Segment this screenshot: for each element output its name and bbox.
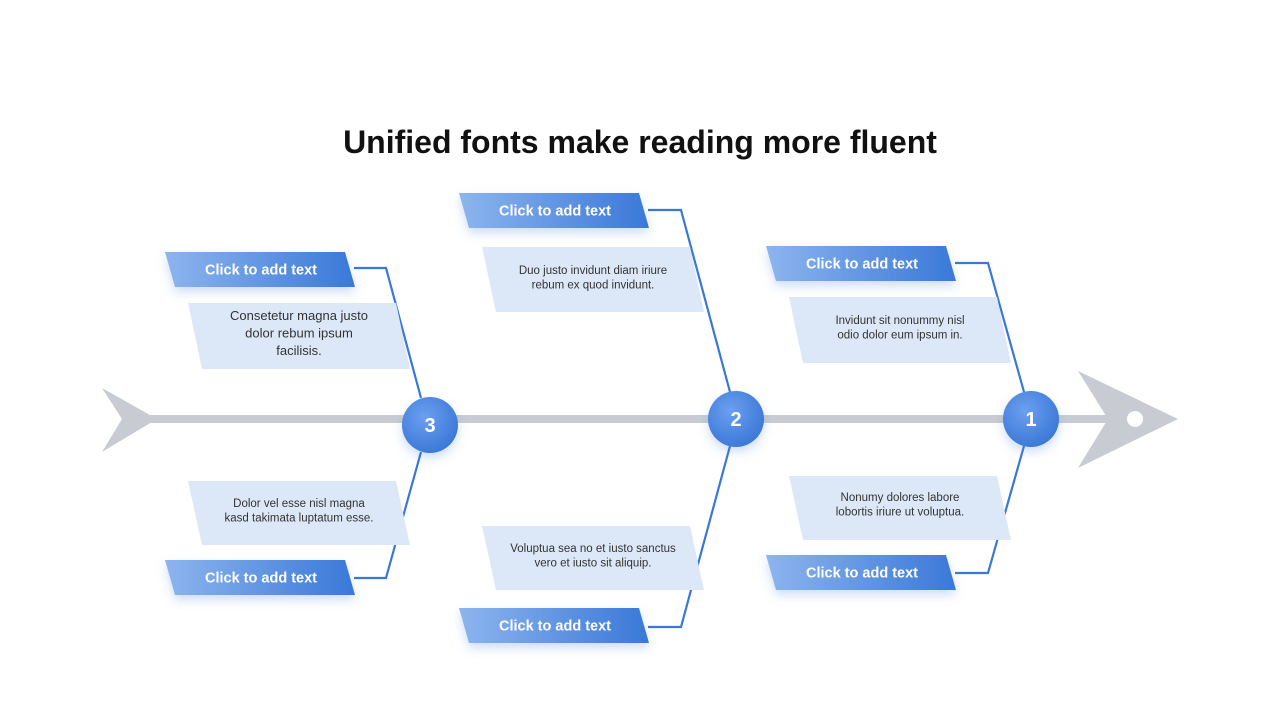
description-text-line: Duo justo invidunt diam iriure <box>519 265 667 277</box>
spine-head-eye <box>1127 411 1143 427</box>
description-text-line: dolor rebum ipsum <box>245 326 353 341</box>
node-circle <box>708 391 764 447</box>
description-box <box>789 297 1011 363</box>
node-circle <box>1003 391 1059 447</box>
description-box <box>482 526 704 590</box>
description-text-line: rebum ex quod invidunt. <box>532 280 655 292</box>
slide-title: Unified fonts make reading more fluent <box>343 124 937 160</box>
description-text-line: Dolor vel esse nisl magna <box>233 498 365 510</box>
heading-box[interactable] <box>459 193 649 228</box>
node-circle <box>402 397 458 453</box>
description-text-line: Consetetur magna justo <box>230 308 368 323</box>
description-text-line: vero et iusto sit aliquip. <box>535 558 652 570</box>
heading-text[interactable]: Click to add text <box>205 263 317 279</box>
heading-box[interactable] <box>165 560 355 595</box>
branch-connector <box>955 261 1026 393</box>
branch-connector <box>354 266 423 399</box>
node-number: 1 <box>1025 409 1036 431</box>
branch-2-bottom: Voluptua sea no et iusto sanctus vero et … <box>459 445 732 643</box>
branch-2-top: Duo justo invidunt diam iriure rebum ex q… <box>459 193 732 393</box>
description-text-line: odio dolor eum ipsum in. <box>837 330 962 342</box>
description-text-line: kasd takimata luptatum esse. <box>225 513 374 525</box>
branch-connector <box>354 451 423 580</box>
description-box <box>188 481 410 545</box>
node-1: 1 <box>1003 391 1059 447</box>
heading-box[interactable] <box>459 608 649 643</box>
description-text-line: Nonumy dolores labore <box>841 492 960 504</box>
branch-connector <box>648 445 732 629</box>
spine <box>102 371 1178 468</box>
description-text-line: facilisis. <box>276 343 322 358</box>
node-3: 3 <box>402 397 458 453</box>
heading-box[interactable] <box>165 252 355 287</box>
node-number: 3 <box>424 415 435 437</box>
description-box <box>789 476 1011 540</box>
description-box <box>482 247 704 312</box>
branch-connector <box>955 445 1026 575</box>
heading-text[interactable]: Click to add text <box>806 257 918 273</box>
node-number: 2 <box>730 409 741 431</box>
description-text-line: lobortis iriure ut voluptua. <box>836 507 964 519</box>
spine-line <box>122 415 1112 423</box>
heading-box[interactable] <box>766 555 956 590</box>
branch-3-bottom: Dolor vel esse nisl magna kasd takimata l… <box>165 451 423 595</box>
heading-box[interactable] <box>766 246 956 281</box>
heading-text[interactable]: Click to add text <box>806 566 918 582</box>
node-2: 2 <box>708 391 764 447</box>
description-box <box>188 303 410 369</box>
branch-connector <box>648 208 732 393</box>
heading-text[interactable]: Click to add text <box>205 571 317 587</box>
heading-text[interactable]: Click to add text <box>499 204 611 220</box>
description-text-line: Voluptua sea no et iusto sanctus <box>510 543 676 555</box>
branch-3-top: Consetetur magna justo dolor rebum ipsum f… <box>165 252 423 399</box>
branch-1-bottom: Nonumy dolores labore lobortis iriure ut … <box>766 445 1026 590</box>
branch-1-top: Invidunt sit nonummy nisl odio dolor eum … <box>766 246 1026 393</box>
description-text-line: Invidunt sit nonummy nisl <box>835 315 964 327</box>
heading-text[interactable]: Click to add text <box>499 619 611 635</box>
